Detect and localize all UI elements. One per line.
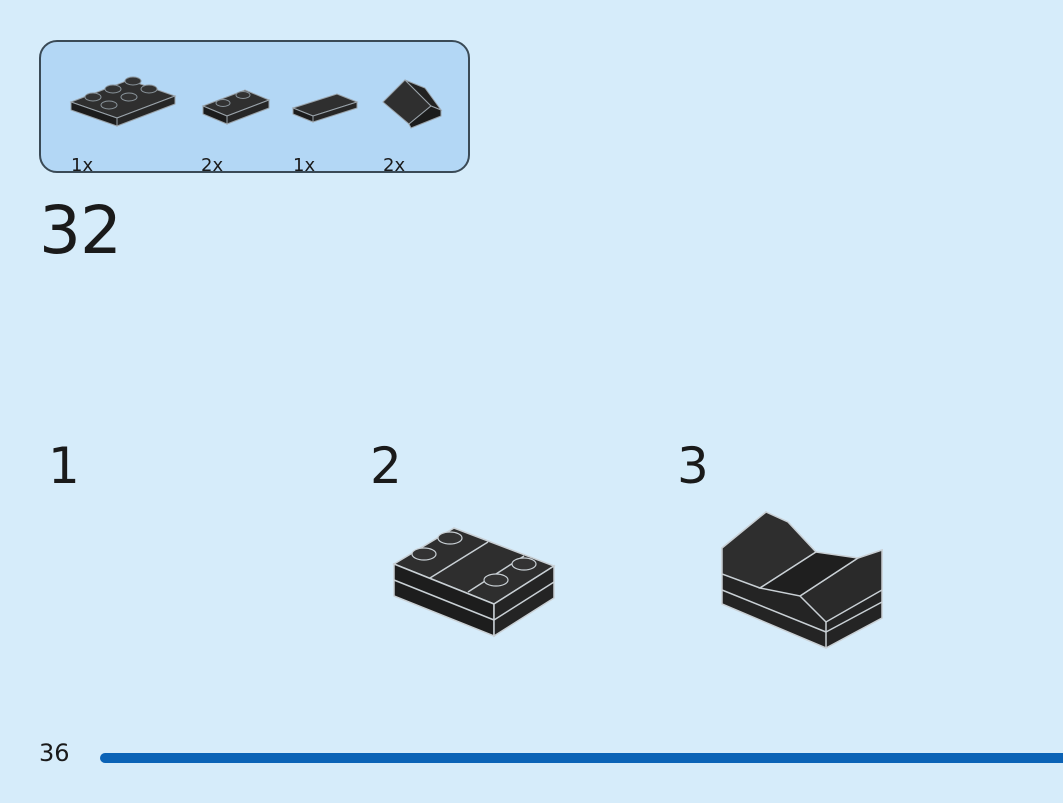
part-quantity: 2x [201,155,224,176]
tile-1x2-icon [291,93,359,123]
page-number: 36 [39,739,70,767]
parts-list-box: 1x 2x 1x 2x [39,40,470,176]
substep-number: 3 [677,437,709,495]
part-item: 2x [381,62,461,176]
substep-number: 1 [48,437,80,495]
page-progress-bar [100,753,1063,763]
substep-2-model-illustration [392,527,556,638]
part-item: 2x [199,62,279,176]
part-quantity: 1x [71,155,94,176]
slope-1x2-icon [382,79,443,129]
part-quantity: 2x [383,155,406,176]
plate-1x2-icon [201,89,271,125]
plate-2x3-icon [69,76,177,127]
part-item: 1x [69,62,179,176]
substep-3-model-illustration [721,511,883,649]
step-number: 32 [39,192,122,269]
part-item: 1x [291,62,371,176]
substep-number: 2 [370,437,402,495]
part-quantity: 1x [293,155,316,176]
